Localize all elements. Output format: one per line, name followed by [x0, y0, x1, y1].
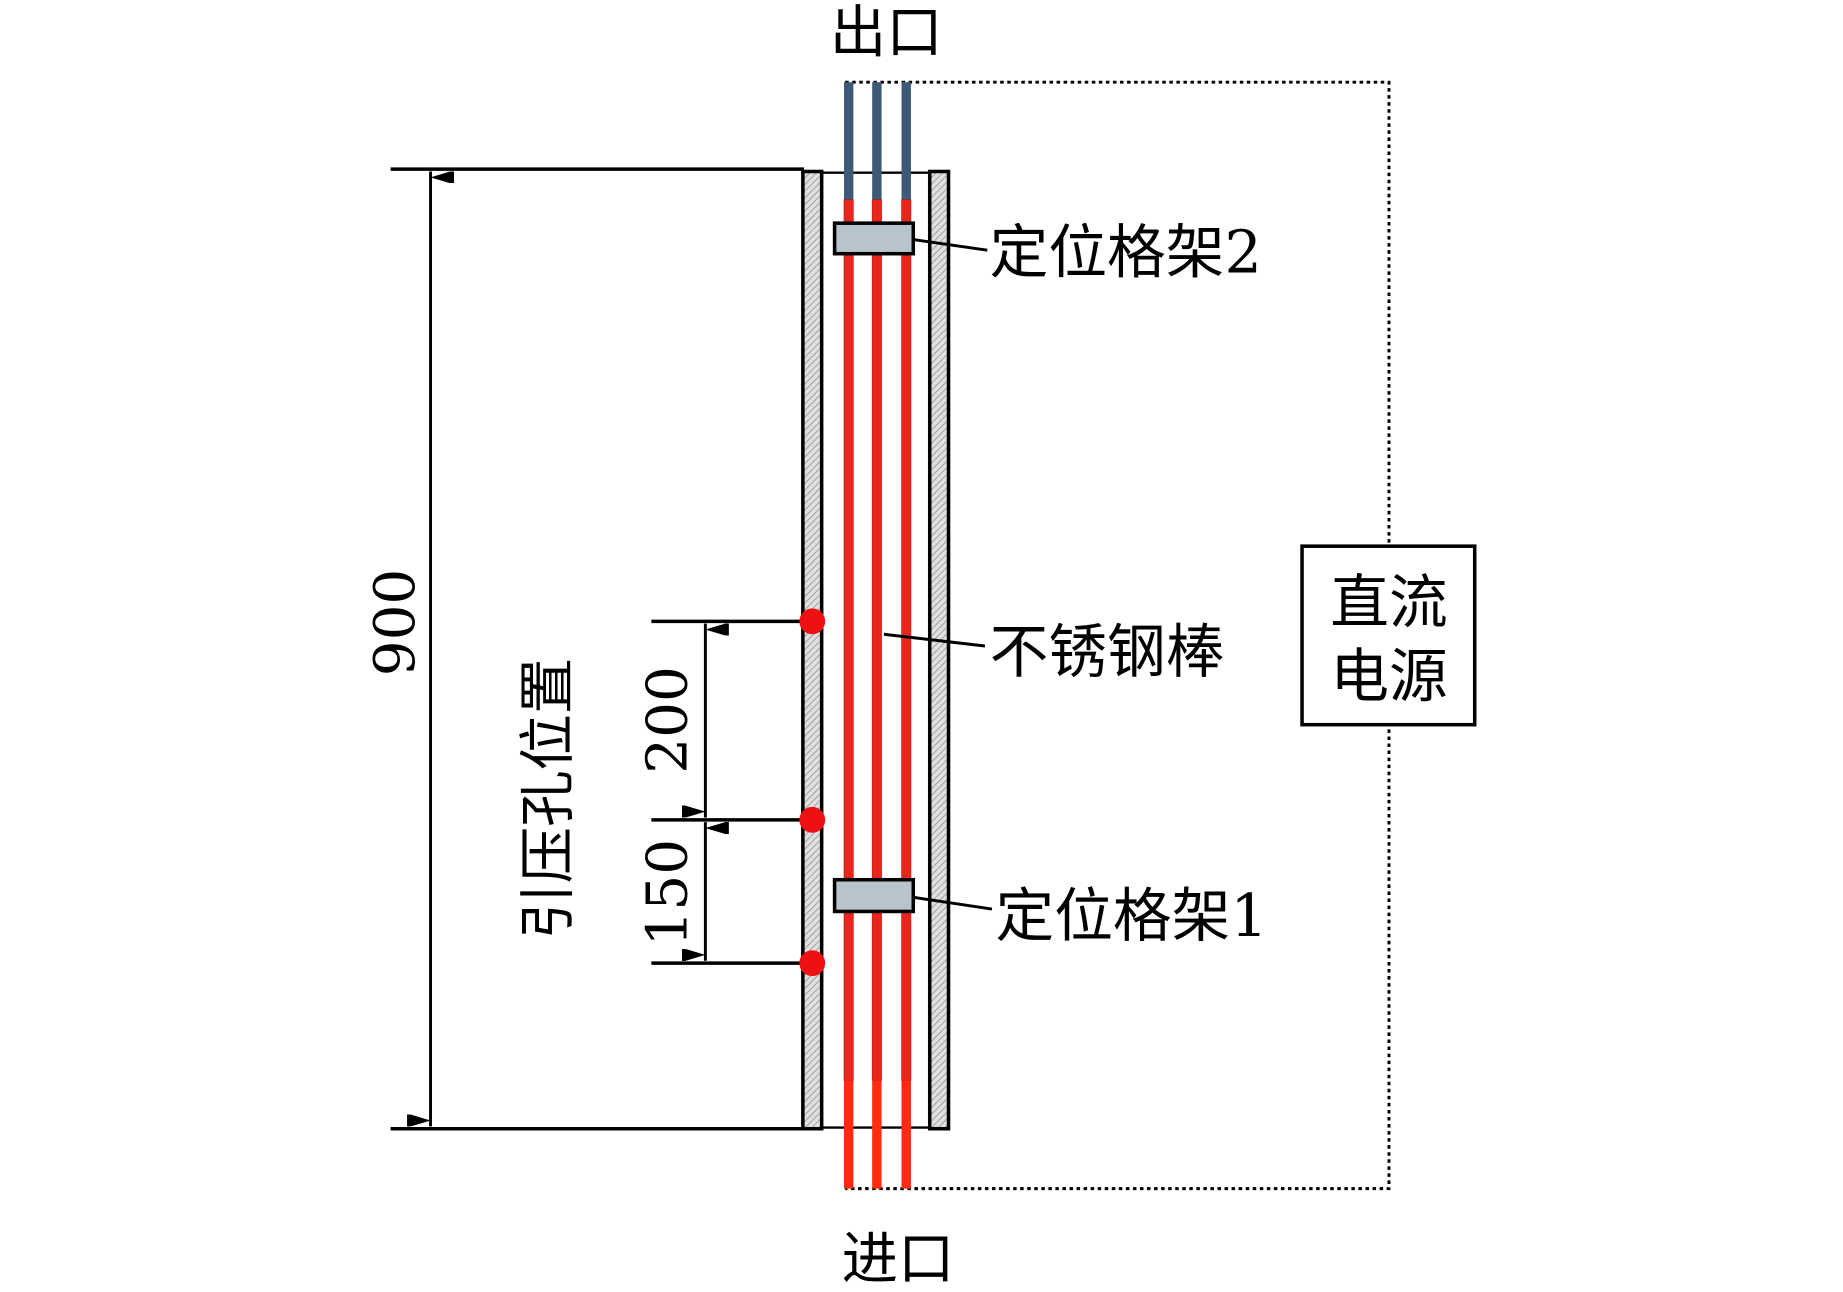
rod: [901, 82, 912, 1189]
spacer-grid-1-label: 定位格架1: [995, 881, 1267, 950]
inlet-label: 进口: [842, 1227, 955, 1292]
dim-900-label: 900: [363, 569, 428, 677]
pressure-tap-position-label: 引压孔位置: [516, 658, 581, 940]
dc-power-label-2: 电源: [1330, 642, 1447, 711]
dim-150-label: 150: [636, 839, 701, 947]
pressure-tap-dot: [799, 806, 826, 833]
spacer-grid-2: [832, 221, 916, 256]
pressure-tap-dot: [799, 608, 826, 635]
dc-power-box: [1300, 544, 1477, 727]
stainless-rod-label: 不锈钢棒: [990, 617, 1225, 686]
rod: [843, 82, 854, 1189]
leader-rod: [883, 632, 986, 648]
rod: [871, 82, 882, 1189]
dc-power-label-1: 直流: [1330, 568, 1447, 637]
stainless-rods: [843, 82, 912, 1189]
leader-grid-1: [913, 895, 993, 911]
dim-200-label: 200: [636, 666, 701, 774]
outlet-label: 出口: [830, 1, 943, 66]
tube-wall-left: [801, 169, 824, 1131]
pressure-tap-dot: [799, 950, 826, 977]
spacer-grid-2-label: 定位格架2: [990, 217, 1262, 286]
spacer-grid-1: [832, 877, 916, 914]
tube-wall-right: [927, 169, 951, 1131]
leader-grid-2: [913, 238, 988, 252]
